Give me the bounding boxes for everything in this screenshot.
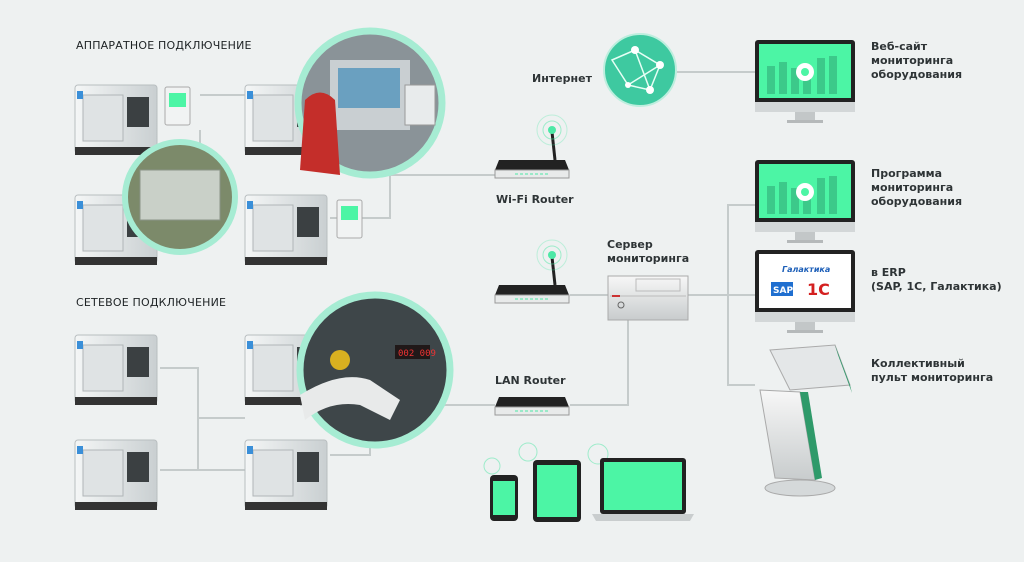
server-router: [493, 238, 571, 305]
svg-text:002 009: 002 009: [398, 349, 436, 359]
controller-box-1: [164, 86, 191, 126]
server-label: Сервер мониторинга: [607, 238, 690, 265]
monitoring-kiosk: [759, 344, 852, 497]
website-monitor: [755, 40, 855, 123]
machine-hw-1: [74, 84, 158, 156]
section-title-network: СЕТЕВОЕ ПОДКЛЮЧЕНИЕ: [76, 296, 227, 309]
wifi-router-label: Wi-Fi Router: [496, 193, 574, 206]
program-monitor: [755, 160, 855, 243]
laptop-device: [587, 443, 694, 521]
machine-net-4: [244, 439, 328, 511]
1c-logo: 1С: [807, 280, 830, 299]
erp-monitor: Галактика SAP 1С: [755, 250, 855, 333]
internet-label: Интернет: [532, 72, 592, 85]
machine-net-1: [74, 334, 158, 406]
machine-net-3: [74, 439, 158, 511]
phone-device: [483, 457, 518, 521]
internet-globe-icon: [603, 33, 677, 107]
monitoring-server: [607, 275, 689, 321]
sap-logo: SAP: [773, 286, 793, 296]
photo-circle-device: [122, 139, 238, 255]
tablet-device: [518, 442, 581, 522]
lan-router: [494, 397, 570, 416]
lan-router-label: LAN Router: [495, 374, 566, 387]
website-label: Веб-сайт мониторинга оборудования: [871, 40, 963, 81]
wifi-router: [493, 113, 571, 180]
galaktika-logo: Галактика: [782, 265, 830, 274]
controller-box-2: [336, 199, 363, 239]
machine-hw-4: [244, 194, 328, 266]
erp-label: в ERP (SAP, 1С, Галактика): [871, 266, 1002, 293]
photo-circle-operator: [294, 27, 446, 179]
section-title-hardware: АППАРАТНОЕ ПОДКЛЮЧЕНИЕ: [76, 39, 252, 52]
photo-circle-network: 002 009: [296, 291, 454, 449]
kiosk-label: Коллективный пульт мониторинга: [871, 357, 994, 384]
program-label: Программа мониторинга оборудования: [871, 167, 963, 208]
